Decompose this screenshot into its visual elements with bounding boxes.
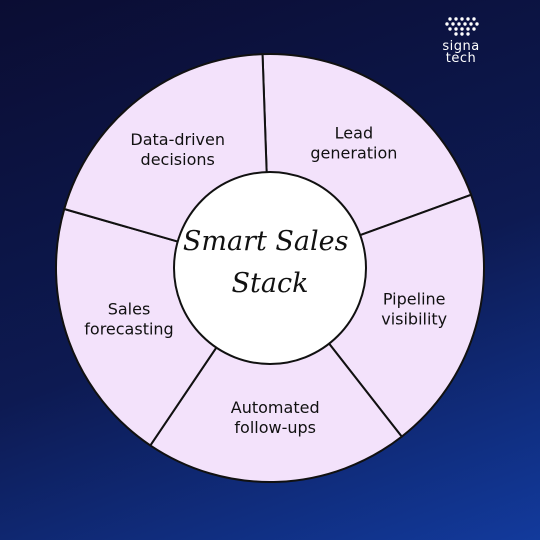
center-title-line2: Stack xyxy=(232,268,309,299)
segment-wedge xyxy=(148,266,404,483)
segment-label-line: Data-driven xyxy=(130,130,225,149)
center-title: Smart Sales Stack xyxy=(183,226,357,299)
segment-label-line: Pipeline xyxy=(383,289,446,308)
center-title-line1: Smart Sales xyxy=(183,226,349,257)
brand-logo: signa tech xyxy=(430,16,492,66)
center-circle xyxy=(173,171,367,365)
segment-label-line: forecasting xyxy=(84,319,173,338)
segment-label-line: Sales xyxy=(108,299,151,318)
segment-label-line: Automated xyxy=(231,398,320,417)
segment-label-line: generation xyxy=(310,144,397,163)
segment-label-line: visibility xyxy=(381,309,447,328)
segment-label-line: follow-ups xyxy=(234,418,316,437)
segment-label-line: Lead xyxy=(335,124,373,143)
logo-text-line1: signa xyxy=(442,39,480,54)
logo-text-line2: tech xyxy=(445,51,477,66)
segment-label-line: decisions xyxy=(141,150,215,169)
logo-dots-icon xyxy=(445,17,479,36)
